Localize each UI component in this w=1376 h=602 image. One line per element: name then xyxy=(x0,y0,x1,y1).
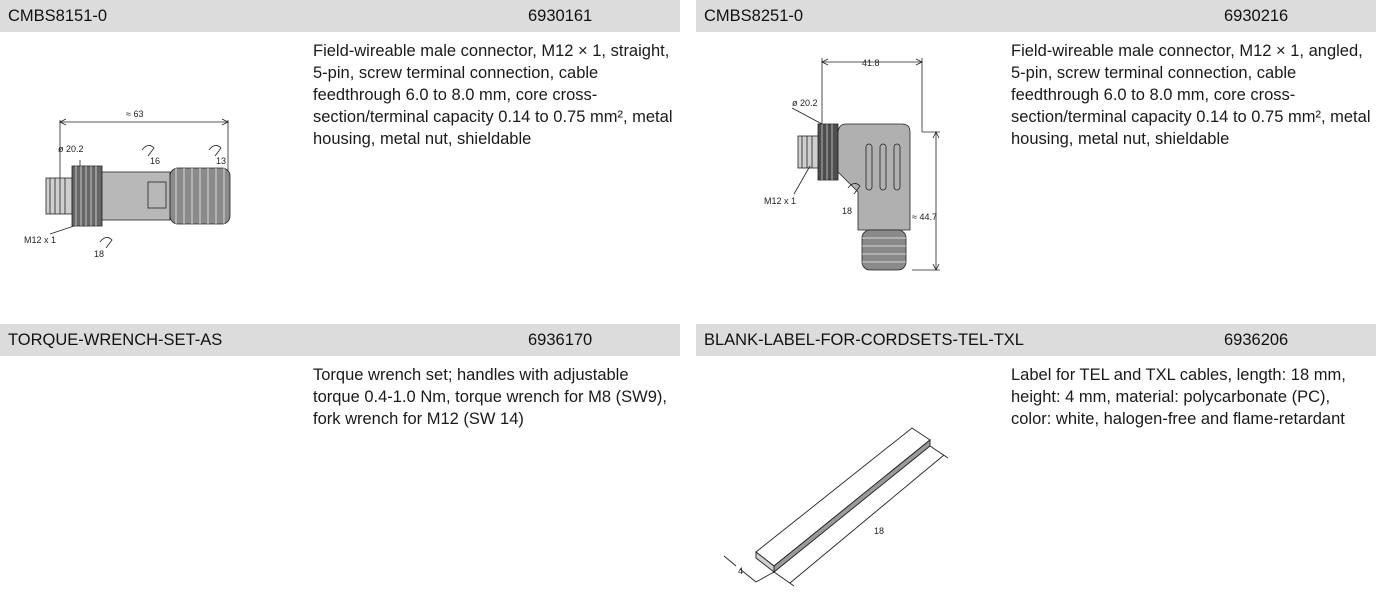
dim-width: 41.8 xyxy=(862,58,880,68)
product-card-blank-label: BLANK-LABEL-FOR-CORDSETS-TEL-TXL 6936206… xyxy=(696,324,1376,597)
product-name: BLANK-LABEL-FOR-CORDSETS-TEL-TXL xyxy=(704,330,1024,349)
dim-label-height: 4 xyxy=(738,566,743,576)
product-name: TORQUE-WRENCH-SET-AS xyxy=(8,330,223,349)
dim-diameter: ø 20.2 xyxy=(58,144,84,154)
dim-label-length: 18 xyxy=(874,526,884,536)
product-card-torque-wrench: TORQUE-WRENCH-SET-AS 6936170 Torque wren… xyxy=(0,324,680,597)
product-description: Label for TEL and TXL cables, length: 18… xyxy=(1011,366,1346,428)
dim-wrench-18: 18 xyxy=(94,249,104,259)
label-drawing: 18 4 xyxy=(716,424,976,602)
product-code: 6930216 xyxy=(1224,6,1289,25)
dim-thread: M12 x 1 xyxy=(24,235,56,245)
product-name: CMBS8251-0 xyxy=(704,6,804,25)
dim-thread: M12 x 1 xyxy=(764,196,796,206)
product-header: BLANK-LABEL-FOR-CORDSETS-TEL-TXL 6936206 xyxy=(696,324,1376,356)
product-header: TORQUE-WRENCH-SET-AS 6936170 xyxy=(0,324,680,356)
product-code: 6930161 xyxy=(528,6,593,25)
product-header: CMBS8151-0 6930161 xyxy=(0,0,680,32)
product-card-cmbs8251: CMBS8251-0 6930216 xyxy=(696,0,1376,300)
product-header: CMBS8251-0 6930216 xyxy=(696,0,1376,32)
dim-height: ≈ 44.7 xyxy=(912,212,937,222)
dim-wrench-16: 16 xyxy=(150,156,160,166)
product-description: Torque wrench set; handles with adjustab… xyxy=(313,366,667,428)
connector-angled-drawing: 41.8 ø 20.2 M12 x 1 18 ≈ 44.7 xyxy=(762,52,952,287)
product-name: CMBS8151-0 xyxy=(8,6,108,25)
product-code: 6936170 xyxy=(528,330,593,349)
connector-straight-drawing: ≈ 63 ø 20.2 16 13 M12 x 1 18 xyxy=(14,100,254,275)
product-card-cmbs8151: CMBS8151-0 6930161 xyxy=(0,0,680,300)
dim-wrench-18: 18 xyxy=(842,206,852,216)
product-description: Field-wireable male connector, M12 × 1, … xyxy=(313,42,673,148)
product-description: Field-wireable male connector, M12 × 1, … xyxy=(1011,42,1371,148)
dim-diameter: ø 20.2 xyxy=(792,98,818,108)
dim-wrench-13: 13 xyxy=(216,156,226,166)
product-code: 6936206 xyxy=(1224,330,1289,349)
dim-length: ≈ 63 xyxy=(126,109,143,119)
